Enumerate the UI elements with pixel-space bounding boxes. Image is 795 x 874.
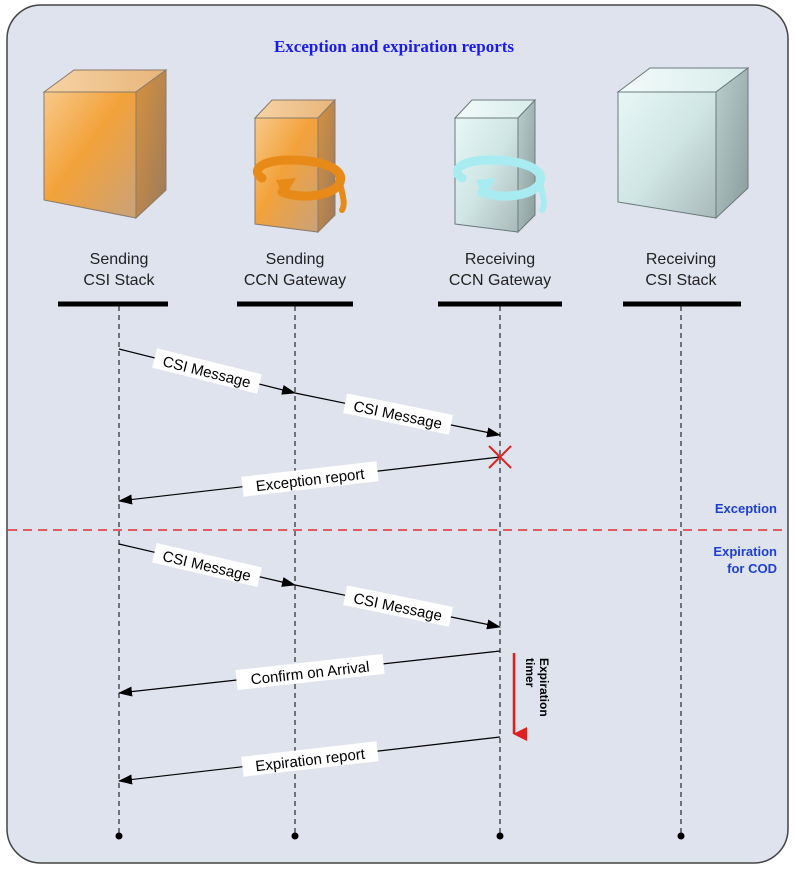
svg-text:timer: timer: [523, 658, 537, 688]
expiration-timer-label: Expiration timer: [523, 658, 551, 717]
svg-text:Sending: Sending: [266, 251, 325, 268]
lifeline-end-dot: [115, 832, 123, 840]
gateway-orange-icon: [252, 98, 347, 234]
svg-text:Receiving: Receiving: [646, 251, 716, 268]
gateway-cyan-icon: [452, 98, 547, 234]
error-cross-icon: [488, 445, 512, 469]
section-label-expiration: Expiration: [713, 544, 777, 559]
section-label-for-cod: for COD: [727, 561, 777, 576]
server-cyan-icon: [616, 67, 750, 220]
svg-text:Receiving: Receiving: [465, 251, 535, 268]
actor-label-receiving-ccn-gateway: Receiving CCN Gateway: [449, 251, 551, 289]
diagram-title: Exception and expiration reports: [274, 37, 514, 56]
svg-text:CCN Gateway: CCN Gateway: [244, 272, 346, 289]
lifeline-end-dot: [496, 832, 504, 840]
actor-label-sending-ccn-gateway: Sending CCN Gateway: [244, 251, 346, 289]
actor-label-receiving-csi-stack: Receiving CSI Stack: [645, 251, 717, 289]
svg-text:Expiration: Expiration: [537, 658, 551, 717]
lifeline-end-dot: [677, 832, 685, 840]
svg-text:Sending: Sending: [90, 251, 149, 268]
lifelines: [118, 306, 682, 835]
server-orange-icon: [42, 69, 168, 220]
svg-text:CCN Gateway: CCN Gateway: [449, 272, 551, 289]
svg-text:CSI Stack: CSI Stack: [83, 272, 155, 289]
section-label-exception: Exception: [715, 501, 777, 516]
svg-text:CSI Stack: CSI Stack: [645, 272, 717, 289]
lifeline-ends: [115, 832, 685, 840]
actor-label-sending-csi-stack: Sending CSI Stack: [83, 251, 155, 289]
background-panel: [6, 4, 789, 864]
lifeline-end-dot: [291, 832, 299, 840]
